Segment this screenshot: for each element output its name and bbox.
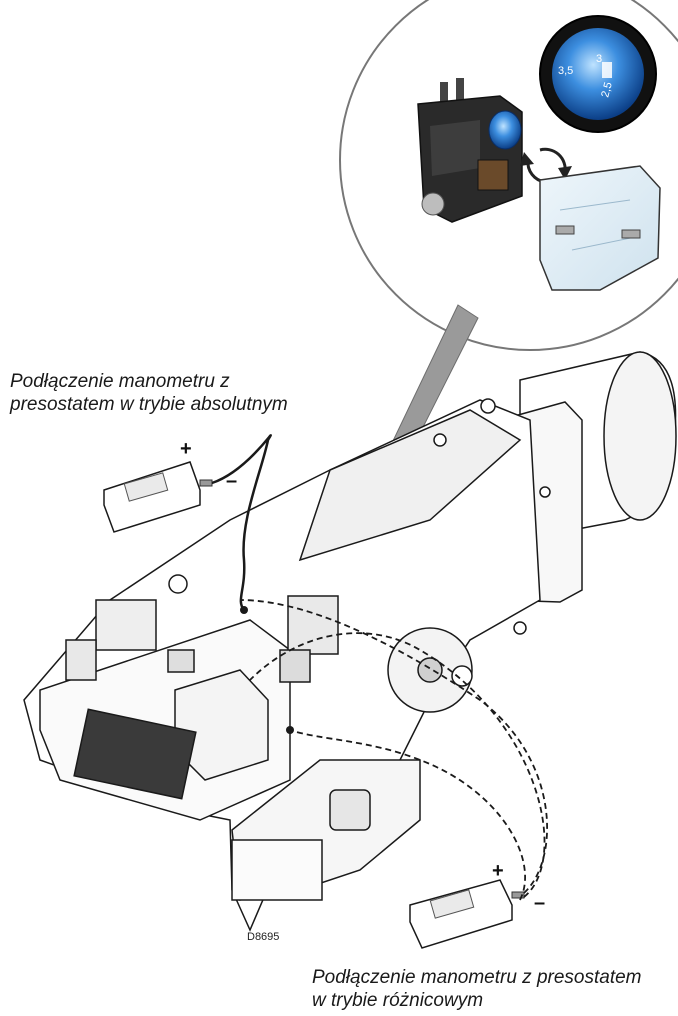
caption-differential-line2: w trybie różnicowym: [312, 990, 484, 1011]
minus-sign-absolute: –: [226, 470, 238, 492]
plus-sign-absolute: +: [180, 438, 192, 460]
caption-differential-line1: Podłączenie manometru z presostatem: [312, 967, 642, 988]
burner-body: [23, 351, 677, 932]
minus-sign-differential: –: [534, 892, 546, 914]
drawing-code: D8695: [247, 931, 280, 943]
tube-differential: [239, 599, 548, 901]
manometer-absolute: [103, 461, 213, 533]
caption-absolute-mode: Podłączenie manometru z presostatem w tr…: [10, 370, 288, 416]
manometer-differential: [409, 879, 525, 949]
caption-differential-mode: Podłączenie manometru z presostatem w tr…: [312, 966, 642, 1012]
caption-absolute-line1: Podłączenie manometru z: [10, 371, 230, 392]
transparent-cover: [539, 165, 661, 291]
pressure-switch-body: [417, 78, 523, 223]
caption-absolute-line2: presostatem w trybie absolutnym: [10, 394, 288, 415]
tube-absolute: [211, 434, 272, 611]
dial-label-3: 3: [596, 53, 602, 65]
dial-zoom: 3,5 3 2,5: [539, 15, 657, 133]
dial-label-2-5: 2,5: [599, 81, 615, 99]
plus-sign-differential: +: [492, 860, 504, 882]
dial-label-3-5: 3,5: [558, 65, 573, 77]
